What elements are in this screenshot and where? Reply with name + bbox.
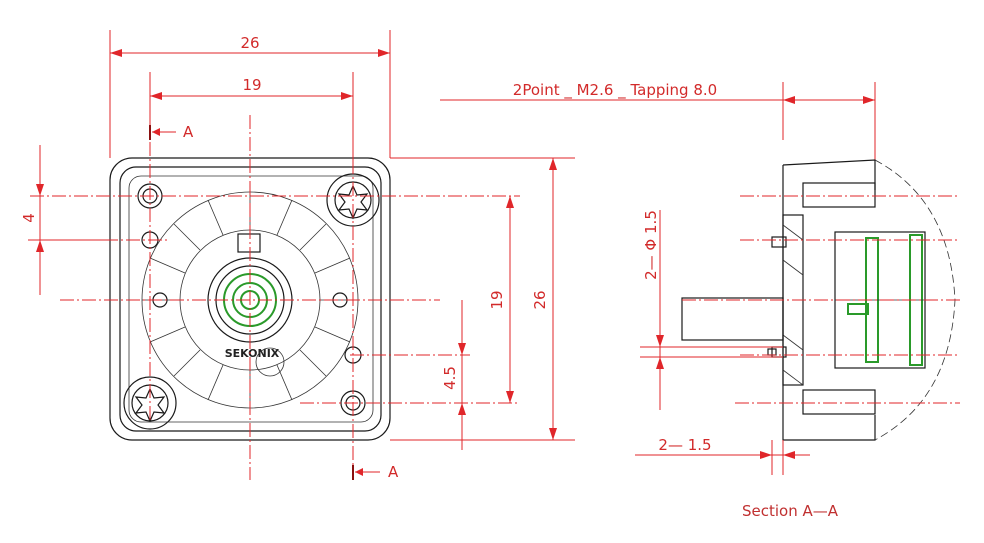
dimension-pin-length: 2— 1.5 [635,436,810,475]
dimension-vertical-19: 19 [488,196,514,403]
svg-text:2— 1.5: 2— 1.5 [658,436,711,454]
section-pin-top [771,236,787,248]
section-marker-bottom: A [352,463,399,481]
screw-note: 2Point _ M2.6 _ Tapping 8.0 [440,81,876,160]
svg-text:26: 26 [531,290,549,309]
svg-text:19: 19 [488,290,506,309]
section-marker-top: A [149,123,194,141]
front-view: SEKONIX A A 26 [20,30,575,481]
dimension-vertical-26: 26 [390,157,575,441]
svg-text:4.5: 4.5 [441,366,459,390]
svg-text:A: A [388,463,399,481]
svg-text:2— Φ 1.5: 2— Φ 1.5 [642,210,660,280]
svg-text:19: 19 [242,76,261,94]
section-shaft [681,297,784,341]
section-view: 2Point _ M2.6 _ Tapping 8.0 [440,81,960,520]
key-tab [237,233,261,253]
svg-text:A: A [183,123,194,141]
dimension-offset-4: 4 [20,145,110,295]
dimension-width-26: 26 [109,30,391,158]
dimension-offset-4-5: 4.5 [441,300,466,450]
section-title: Section A—A [742,502,839,520]
brand-label: SEKONIX [225,347,280,360]
svg-text:4: 4 [20,213,38,223]
svg-text:26: 26 [240,34,259,52]
dimension-hole-spacing-19: 19 [149,72,354,160]
dimension-pin-diameter: 2— Φ 1.5 [640,210,783,410]
svg-text:2Point _ M2.6 _ Tapping 8.0: 2Point _ M2.6 _ Tapping 8.0 [513,81,717,100]
